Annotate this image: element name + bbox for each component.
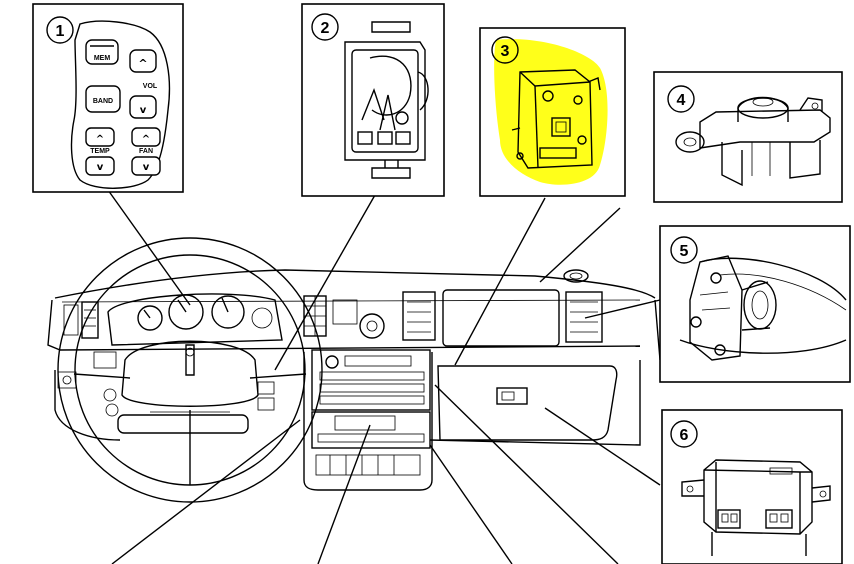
dashboard-illustration: [47, 237, 661, 503]
fan-button-label: FAN: [139, 148, 153, 155]
mem-button-label: MEM: [94, 55, 111, 62]
callout-5-number: 5: [680, 243, 689, 260]
callout-1-box: 1 MEM ^ VOL v BAND ^ TEMP v ^ FAN v: [32, 3, 184, 193]
callout-2-number: 2: [321, 20, 330, 37]
fan-down-icon: v: [143, 162, 150, 173]
temp-up-icon: ^: [96, 134, 104, 145]
callout-3-number: 3: [501, 43, 510, 60]
vol-up-icon: ^: [138, 57, 147, 70]
callout-4-number: 4: [677, 92, 686, 109]
leader-lines: [107, 189, 661, 564]
vol-down-icon: v: [140, 105, 147, 116]
temp-down-icon: v: [97, 162, 104, 173]
callout-2-box: 2: [301, 3, 445, 197]
vol-button-label: VOL: [143, 83, 158, 90]
temp-button-label: TEMP: [90, 148, 110, 155]
callout-3-box: 3: [479, 27, 626, 197]
callout-5-box: 5: [659, 225, 851, 383]
callout-6-box: 6: [661, 409, 843, 564]
band-button-label: BAND: [93, 98, 113, 105]
callout-4-box: 4: [653, 71, 843, 203]
highlight-area: [494, 39, 608, 185]
callout-6-number: 6: [680, 427, 689, 444]
callout-1-number: 1: [56, 23, 65, 40]
fan-up-icon: ^: [142, 134, 150, 145]
